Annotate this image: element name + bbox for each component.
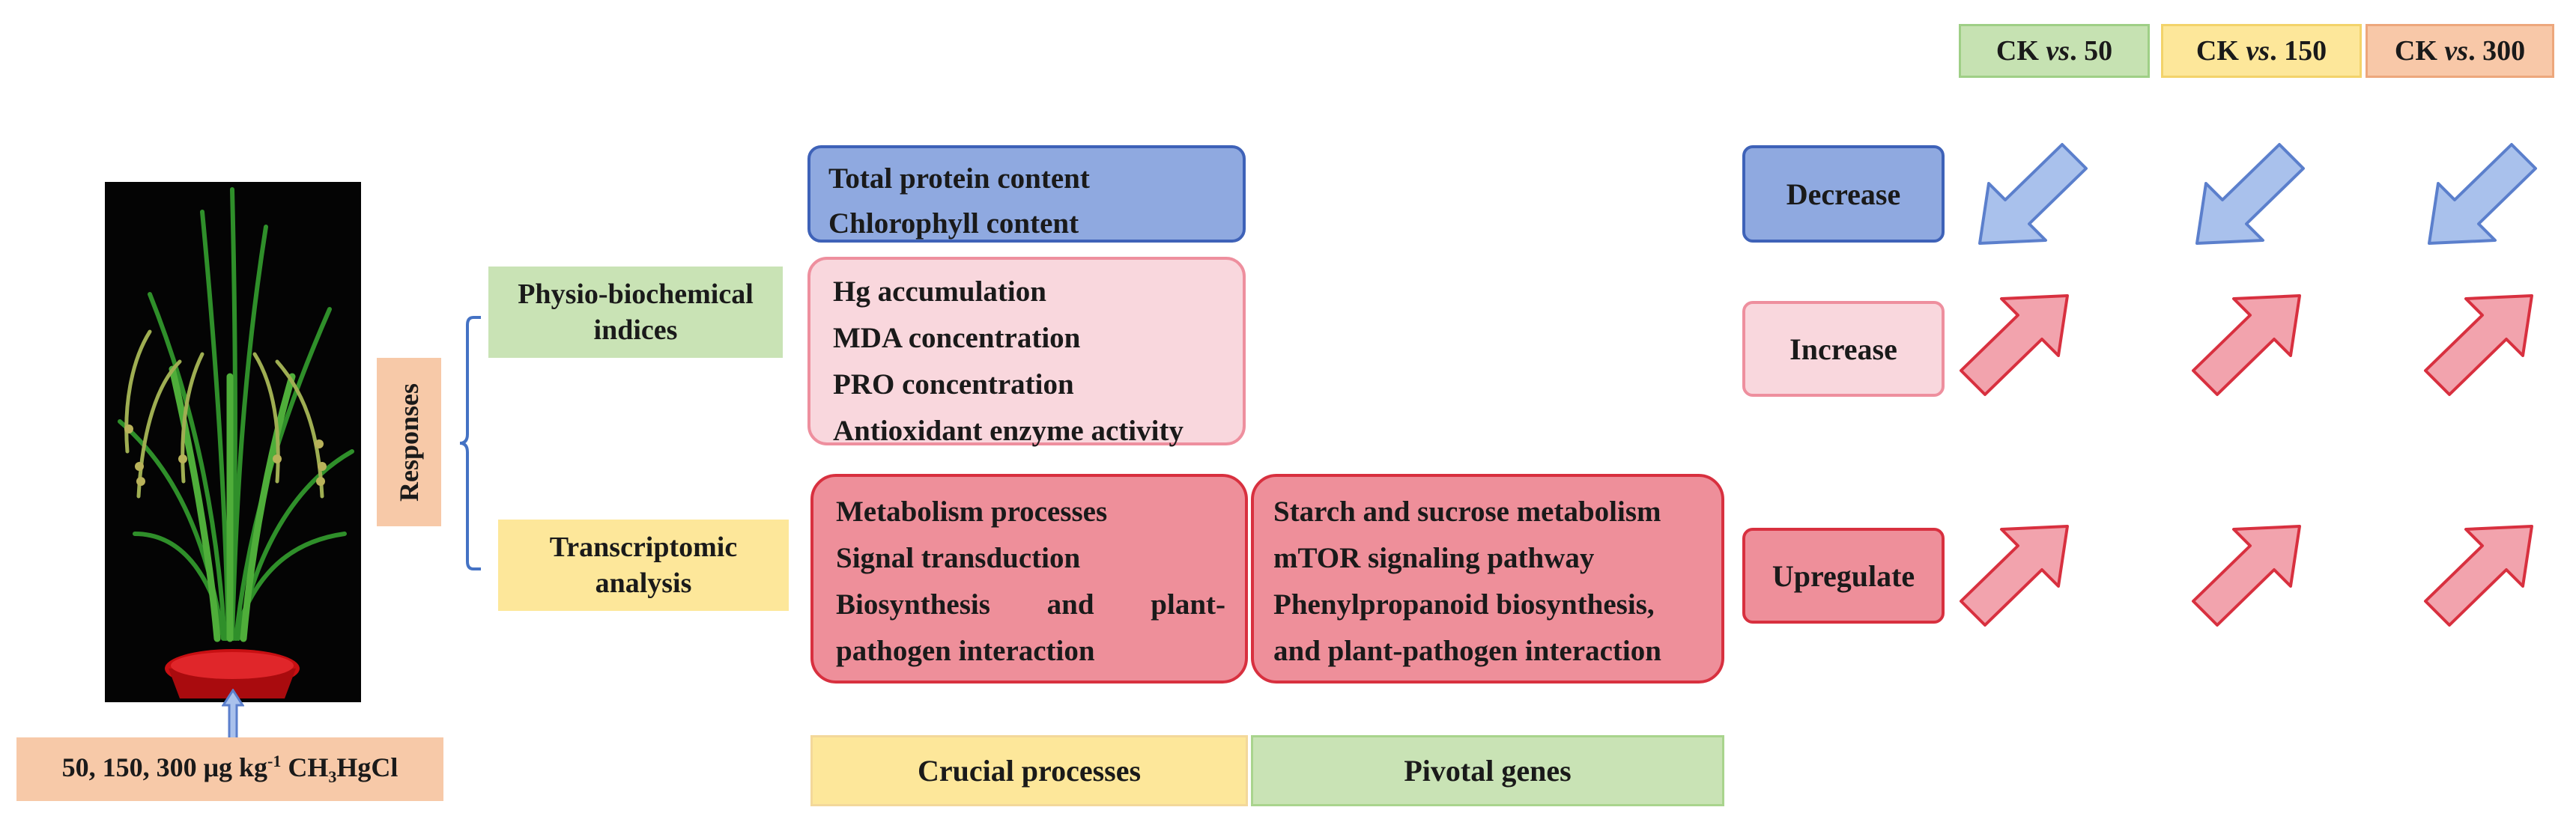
list-item: Phenylpropanoid biosynthesis, <box>1273 588 1655 621</box>
arrow-down-left-icon <box>2416 131 2551 251</box>
list-item: Total protein content <box>828 162 1090 195</box>
crucial-processes-label: Crucial processes <box>810 735 1248 806</box>
legend-ck-vs-300: CK vs. 300 <box>2366 24 2554 78</box>
arrow-down-left-icon <box>1966 131 2101 251</box>
pivotal-genes-label: Pivotal genes <box>1251 735 1724 806</box>
legend-label: CK vs. 50 <box>1995 35 2113 67</box>
crucial-processes-box: Metabolism processes Signal transduction… <box>810 474 1248 684</box>
arrow-up-right-icon <box>2180 519 2315 639</box>
list-item: Hg accumulation <box>833 275 1046 308</box>
list-item: Signal transduction <box>836 542 1081 574</box>
decrease-label: Decrease <box>1742 145 1945 243</box>
pivotal-genes-box: Starch and sucrose metabolism mTOR signa… <box>1251 474 1724 684</box>
list-item: Metabolism processes <box>836 496 1108 528</box>
list-item: Antioxidant enzyme activity <box>833 415 1184 447</box>
rice-plant-illustration <box>118 187 354 698</box>
increase-indices-box: Hg accumulation MDA concentration PRO co… <box>807 257 1246 447</box>
arrow-up-right-icon <box>1948 288 2082 408</box>
rice-plant-photo <box>105 182 361 702</box>
list-item: MDA concentration <box>833 322 1081 354</box>
arrow-up-icon <box>221 688 245 741</box>
legend-ck-vs-150: CK vs. 150 <box>2161 24 2362 78</box>
list-item: Starch and sucrose metabolism <box>1273 496 1661 528</box>
legend-ck-vs-50: CK vs. 50 <box>1959 24 2150 78</box>
legend-label: CK vs. 150 <box>2195 35 2327 67</box>
list-item: pathogen interaction <box>836 635 1095 667</box>
list-item: Chlorophyll content <box>828 207 1079 240</box>
list-item: mTOR signaling pathway <box>1273 542 1595 574</box>
list-item: Biosynthesis and plant- <box>836 588 1225 621</box>
arrow-up-right-icon <box>2180 288 2315 408</box>
list-item: PRO concentration <box>833 368 1074 401</box>
arrow-down-left-icon <box>2183 131 2318 251</box>
arrow-up-right-icon <box>1948 519 2082 639</box>
arrow-up-right-icon <box>2412 519 2547 639</box>
list-item: and plant-pathogen interaction <box>1273 635 1661 667</box>
arrow-up-right-icon <box>2412 288 2547 408</box>
treatment-concentration-label: 50, 150, 300 μg kg-1 CH3HgCl <box>16 737 443 801</box>
upregulate-label: Upregulate <box>1742 528 1945 624</box>
increase-label: Increase <box>1742 301 1945 397</box>
decrease-indices-box: Total protein content Chlorophyll conten… <box>807 145 1246 243</box>
responses-label: Responses <box>377 358 441 526</box>
bracket <box>457 314 487 573</box>
legend-label: CK vs. 300 <box>2394 35 2526 67</box>
